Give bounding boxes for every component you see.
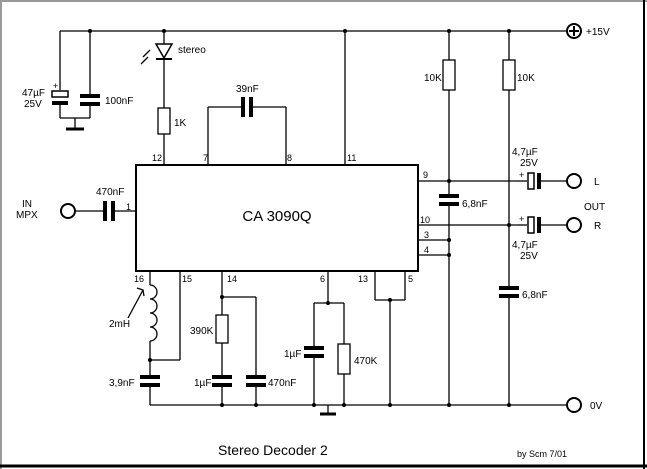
pin-label: 5 (408, 274, 413, 284)
pin-label: 6 (320, 274, 325, 284)
pin-label: 8 (287, 153, 292, 163)
r-390k-label: 390K (190, 326, 214, 337)
pin-label: 4 (424, 245, 429, 255)
svg-text:+: + (519, 214, 524, 224)
input-label-1: IN (22, 199, 32, 210)
stereo-led-branch: stereo 1K (140, 31, 206, 165)
pin-label: 10 (420, 215, 430, 225)
pin-label: 3 (424, 230, 429, 240)
ic-name: CA 3090Q (242, 208, 311, 225)
c-39n-label: 39nF (236, 84, 259, 95)
author-credit: by Scm 7/01 (517, 449, 567, 459)
c-47u-r-label: 4,7µF (512, 240, 538, 251)
c-47u-l-voltage: 25V (520, 158, 538, 169)
pin-label: 12 (152, 153, 162, 163)
c-47u-l-label: 4,7µF (512, 147, 538, 158)
schematic-title: Stereo Decoder 2 (218, 442, 328, 458)
ground-rail: 0V (150, 397, 603, 416)
svg-text:+: + (519, 170, 524, 180)
pin-label: 7 (203, 153, 208, 163)
ic-ca3090q: CA 3090Q 12 7 8 11 9 1 10 3 4 16 15 14 6… (126, 153, 430, 284)
c-470n-b-label: 470nF (268, 378, 296, 389)
out-title: OUT (584, 202, 605, 213)
c-68n-a-label: 6,8nF (462, 199, 488, 210)
decoupling-caps: + 47µF 25V 100nF (22, 31, 133, 131)
output-network: 10K 6,8nF 10K 6,8nF + L 4,7µF (418, 29, 605, 405)
pin-label: 11 (347, 153, 356, 163)
out-r-label: R (594, 221, 601, 232)
c-39n-bot-label: 3,9nF (109, 378, 135, 389)
pin-label: 16 (134, 274, 144, 284)
pin-label: 9 (423, 170, 428, 180)
l-2m-label: 2mH (109, 319, 130, 330)
pin14-filter: 390K 1µF 470nF (190, 271, 296, 405)
r-1k-label: 1K (174, 118, 187, 129)
c-47u-label: 47µF (22, 88, 45, 99)
out-l-label: L (594, 177, 600, 188)
pin-label: 1 (126, 202, 131, 212)
pin-label: 14 (227, 274, 237, 284)
c-68n-b-label: 6,8nF (522, 290, 548, 301)
pin-label: 13 (358, 274, 368, 284)
oscillator-tank: 2mH 3,9nF (109, 271, 181, 405)
pin13-pin5-link (374, 271, 406, 405)
input-label-2: MPX (16, 210, 38, 221)
c-47u-r-voltage: 25V (520, 251, 538, 262)
mpx-input: IN MPX 470nF (16, 187, 136, 221)
pin-label: 15 (182, 274, 192, 284)
led-label: stereo (178, 45, 206, 56)
r-10k-b-label: 10K (517, 73, 535, 84)
r-470k-label: 470K (354, 356, 378, 367)
c-39n-feedback: 39nF (207, 84, 287, 165)
c-100n-label: 100nF (105, 96, 133, 107)
ground-label: 0V (590, 401, 603, 412)
c-47u-voltage: 25V (24, 99, 42, 110)
pin6-filter: 1µF 470K (284, 271, 378, 405)
c-1u-b-label: 1µF (284, 349, 301, 360)
svg-text:+: + (53, 81, 58, 91)
r-10k-a-label: 10K (424, 73, 442, 84)
c-1u-a-label: 1µF (194, 378, 211, 389)
supply-label: +15V (586, 27, 610, 38)
supply-rail: +15V (60, 23, 610, 39)
c-470n-in-label: 470nF (96, 187, 124, 198)
